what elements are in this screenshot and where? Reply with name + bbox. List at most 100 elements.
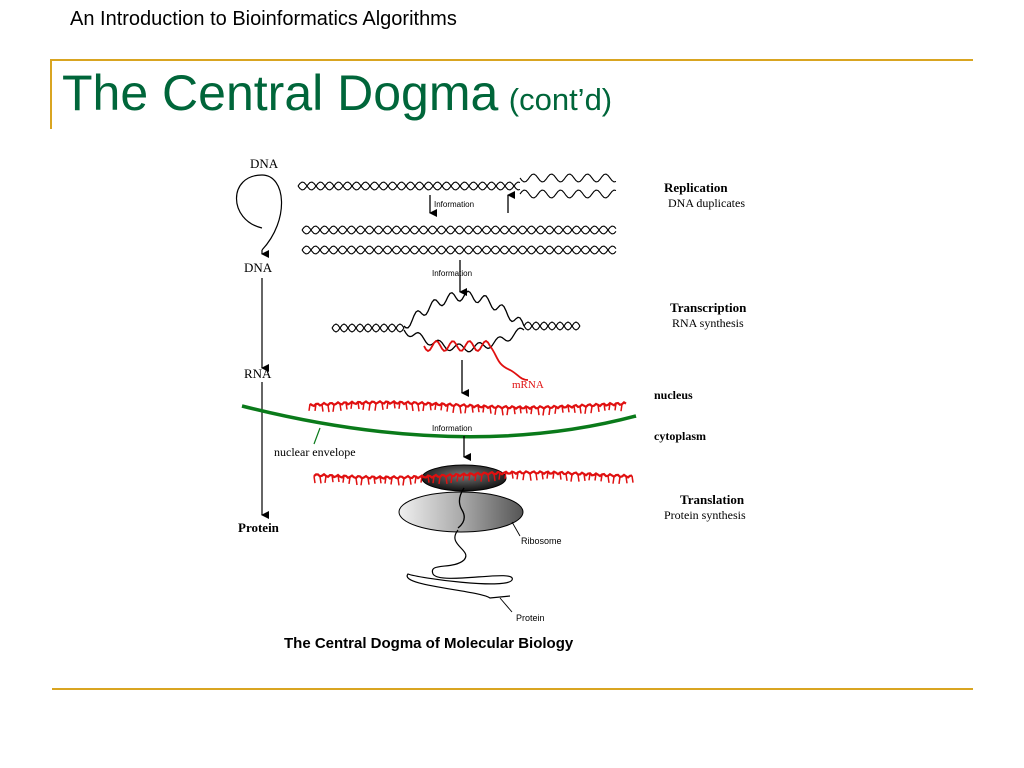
mrna-base-tick — [495, 408, 496, 415]
mrna-base-tick — [398, 478, 399, 485]
central-dogma-diagram: DNA DNA RNA Protein Information Replicat… — [228, 150, 788, 660]
replication-title: Replication — [664, 180, 728, 195]
mrna-base-tick — [423, 404, 424, 411]
mrna-base-tick — [351, 402, 352, 409]
information-label-2: Information — [432, 269, 472, 278]
mrna-base-tick — [512, 472, 513, 479]
mrna-base-tick — [566, 474, 567, 481]
mrna-base-tick — [314, 476, 315, 483]
mrna-base-tick — [505, 472, 506, 479]
mrna-base-tick — [441, 403, 442, 410]
mrna-base-tick — [358, 402, 359, 409]
mrna-base-tick — [604, 404, 605, 411]
mrna-base-tick — [463, 474, 464, 481]
mrna-base-tick — [578, 475, 579, 482]
translation-subtitle: Protein synthesis — [664, 508, 746, 522]
mrna-base-tick — [328, 405, 329, 412]
mrna-base-tick — [349, 477, 350, 484]
mrna-base-tick — [433, 476, 434, 483]
mrna-base-tick — [363, 403, 364, 410]
mrna-base-tick — [609, 403, 610, 410]
ribosome-label: Ribosome — [521, 536, 562, 546]
left-dna-label: DNA — [250, 156, 279, 171]
mrna-base-tick — [626, 476, 627, 483]
mrna-base-tick — [415, 477, 416, 484]
mrna-base-tick — [435, 403, 436, 410]
mrna-base-tick — [608, 476, 609, 483]
mrna-base-tick — [421, 476, 422, 483]
mrna-label: mRNA — [512, 379, 544, 391]
mrna-base-tick — [368, 478, 369, 485]
mrna-base-tick — [562, 406, 563, 413]
mrna-base-tick — [601, 474, 602, 481]
mrna-base-tick — [410, 478, 411, 485]
transcription-bubble-top — [404, 291, 524, 328]
mrna-base-tick — [391, 478, 392, 485]
replication-loop — [237, 175, 282, 250]
mrna-base-tick — [338, 475, 339, 482]
mrna-base-tick — [481, 475, 482, 482]
mrna-base-tick — [490, 407, 491, 414]
mrna-base-tick — [574, 406, 575, 413]
mrna-base-tick — [543, 409, 544, 416]
mrna-base-tick — [428, 476, 429, 483]
mrna-base-tick — [621, 404, 622, 411]
mrna-base-tick — [589, 473, 590, 480]
mrna-base-tick — [356, 478, 357, 485]
mrna-base-tick — [615, 403, 616, 410]
mrna-base-tick — [332, 475, 333, 482]
mrna-base-tick — [469, 473, 470, 480]
mrna-base-tick — [406, 403, 407, 410]
mrna-base-tick — [333, 405, 334, 412]
mrna-base-tick — [517, 472, 518, 479]
slide-title: The Central Dogma (cont’d) — [62, 66, 612, 121]
polypeptide-chain — [407, 530, 512, 598]
dna-right-arm-strand — [524, 322, 580, 330]
protein-pointer — [500, 598, 512, 612]
mrna-base-tick — [346, 403, 347, 410]
mrna-base-tick — [542, 472, 543, 479]
mrna-base-tick — [591, 406, 592, 413]
information-label-1: Information — [434, 200, 474, 209]
transcription-title: Transcription — [670, 300, 747, 315]
footer-rule — [52, 688, 973, 690]
translation-title: Translation — [680, 492, 745, 507]
mrna-base-tick — [514, 407, 515, 414]
ribosome-pointer — [512, 522, 520, 536]
mrna-base-tick — [553, 472, 554, 479]
mrna-base-tick — [530, 474, 531, 481]
mrna-base-tick — [483, 406, 484, 413]
mrna-base-tick — [369, 404, 370, 411]
mrna-base-tick — [309, 404, 310, 411]
mrna-base-tick — [412, 404, 413, 411]
mrna-base-tick — [619, 477, 620, 484]
nucleus-label: nucleus — [654, 388, 693, 402]
mrna-base-tick — [453, 406, 454, 413]
mrna-base-tick — [499, 473, 500, 480]
mrna-base-tick — [457, 475, 458, 482]
flow-protein-label: Protein — [238, 520, 280, 535]
mrna-base-tick — [595, 474, 596, 481]
mrna-base-tick — [526, 406, 527, 413]
mrna-base-tick — [584, 474, 585, 481]
mrna-base-tick — [571, 475, 572, 482]
mrna-base-tick — [507, 408, 508, 415]
nuclear-envelope-label: nuclear envelope — [274, 445, 356, 459]
nuclear-envelope-pointer — [314, 428, 320, 444]
course-title: An Introduction to Bioinformatics Algori… — [70, 8, 457, 31]
mrna-base-tick — [536, 473, 537, 480]
mrna-base-tick — [472, 406, 473, 413]
mrna-base-tick — [547, 472, 548, 479]
mrna-base-tick — [568, 405, 569, 412]
mrna-base-tick — [385, 477, 386, 484]
title-rule — [52, 59, 973, 61]
mrna-base-tick — [439, 477, 440, 484]
mrna-base-tick — [322, 405, 323, 412]
mrna-base-tick — [523, 473, 524, 480]
mrna-base-tick — [549, 408, 550, 415]
mrna-base-tick — [399, 402, 400, 409]
mrna-base-tick — [380, 476, 381, 483]
flow-dna-label: DNA — [244, 260, 273, 275]
mrna-base-tick — [598, 405, 599, 412]
mrna-base-tick — [632, 476, 633, 483]
